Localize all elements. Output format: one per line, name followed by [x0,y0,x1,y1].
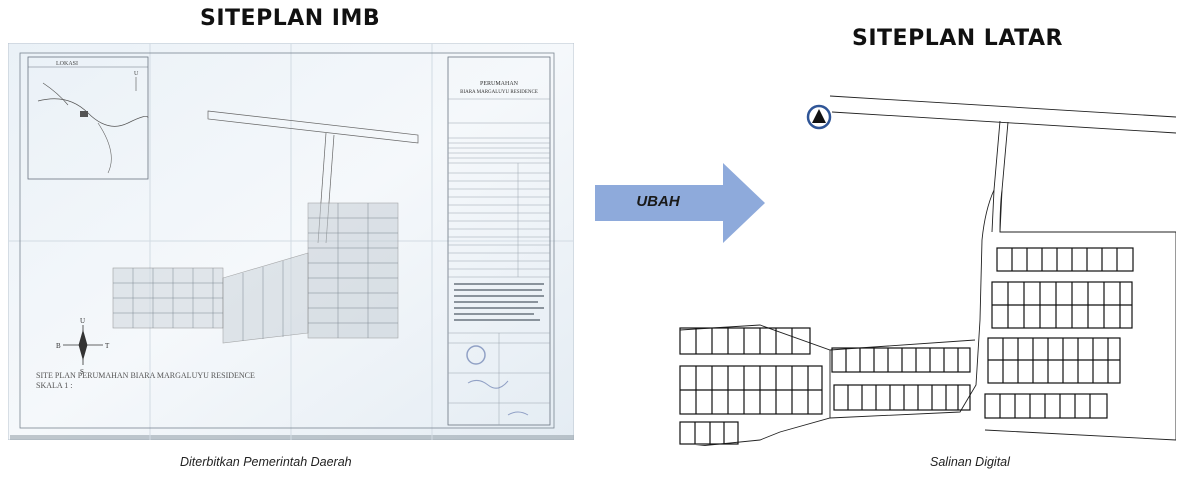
digital-siteplan [676,86,1177,449]
scanned-siteplan-image: LOKASI U [7,42,575,441]
title-block: PERUMAHAN BIARA MARGALUYU RESIDENCE [447,56,551,426]
digital-siteplan-drawing [679,95,1177,449]
compass-n: U [80,317,85,325]
north-marker [806,104,832,130]
svg-text:U: U [134,71,139,77]
compass-e: T [105,342,110,350]
left-caption: Diterbitkan Pemerintah Daerah [180,455,352,469]
titleblock-heading-1: PERUMAHAN [480,81,519,87]
scanned-siteplan-document: LOKASI U [7,42,575,441]
right-title: SITEPLAN LATAR [852,26,1063,51]
key-map-inset: LOKASI U [27,56,149,180]
left-title: SITEPLAN IMB [200,6,381,31]
right-caption: Salinan Digital [930,455,1010,469]
scan-compass [63,325,103,365]
compass-s: S [80,368,84,376]
map-bottom-label: SITE PLAN PERUMAHAN BIARA MARGALUYU RESI… [36,371,255,380]
lot-grids [679,247,1134,445]
titleblock-heading-2: BIARA MARGALUYU RESIDENCE [460,90,538,95]
convert-arrow: UBAH [593,163,769,243]
scan-lot-blocks [112,202,399,344]
arrow-label: UBAH [636,193,680,210]
svg-text:LOKASI: LOKASI [56,61,78,67]
map-scale: SKALA 1 : [36,381,72,390]
compass-w: B [56,342,61,350]
